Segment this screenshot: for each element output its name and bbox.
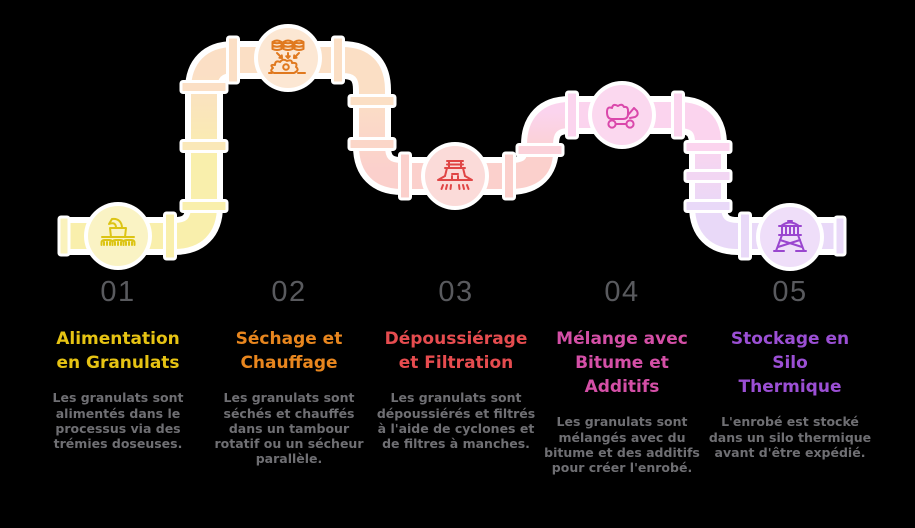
step-3-text: 03 Dépoussiérage et Filtration Les granu… — [371, 276, 541, 452]
step-circle-4 — [588, 81, 656, 149]
step-number: 03 — [438, 276, 474, 308]
step-2-text: 02 Séchage et Chauffage Les granulats so… — [204, 278, 374, 467]
step-number: 01 — [100, 276, 136, 308]
mixer-buggy-icon — [606, 103, 639, 129]
step-description: L'enrobé est stocké dans un silo thermiq… — [708, 414, 872, 460]
aggregate-feed-hopper-icon — [100, 217, 136, 246]
step-number: 05 — [772, 276, 808, 308]
step-circle-2 — [254, 24, 322, 92]
pipe-endcap-right — [833, 215, 847, 257]
step-description: Les granulats sont alimentés dans le pro… — [52, 390, 184, 451]
step-4-text: 04 Mélange avec Bitume et Additifs Les g… — [537, 276, 707, 476]
step-title: Stockage en Silo Thermique — [730, 329, 850, 398]
thermal-silo-icon — [773, 220, 807, 252]
step-1-text: 01 Alimentation en Granulats Les granula… — [33, 276, 203, 452]
step-circle-5 — [756, 203, 824, 271]
step-5-text: 05 Stockage en Silo Thermique L'enrobé e… — [705, 278, 875, 460]
step-description: Les granulats sont dépoussiérés et filtr… — [376, 390, 536, 451]
step-number: 04 — [604, 276, 640, 308]
dust-filter-icon — [437, 160, 473, 190]
step-title: Dépoussiérage et Filtration — [384, 329, 528, 374]
step-circle-1 — [84, 202, 152, 270]
step-description: Les granulats sont séchés et chauffés da… — [214, 390, 364, 467]
step-title: Mélange avec Bitume et Additifs — [556, 329, 688, 398]
step-title: Séchage et Chauffage — [235, 329, 343, 374]
step-description: Les granulats sont mélangés avec du bitu… — [544, 414, 700, 476]
step-number: 02 — [271, 276, 307, 308]
pipe-endcap-left — [57, 215, 71, 257]
drying-heating-icon — [268, 39, 306, 74]
pipe-couplings — [163, 35, 752, 261]
step-circle-3 — [421, 142, 489, 210]
step-title: Alimentation en Granulats — [56, 329, 180, 374]
